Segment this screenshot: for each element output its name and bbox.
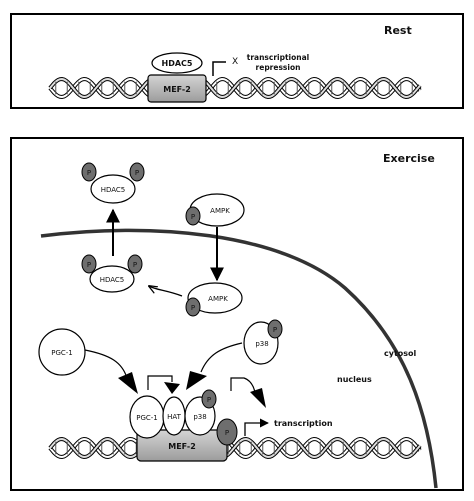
phospho-label: P [191,213,195,221]
arrowhead-wedge [186,371,207,390]
hdac5-cytosol-oval [90,174,136,204]
ampk-nuclear-oval [187,282,243,314]
nuclear-membrane [40,228,438,489]
exercise-panel: Exercise cytosol nucleus HDAC5 P P HDAC5… [10,137,464,491]
phospho-label: P [225,429,229,437]
phospho-label: P [87,169,91,177]
hdac5-nuclear-label: HDAC5 [100,276,125,284]
transcription-arrow [244,418,269,436]
p38-bound-label: p38 [193,413,206,421]
p38-free-label: p38 [255,340,268,348]
phospho-label: P [135,169,139,177]
rest-block-x: X [232,57,238,67]
exercise-title: Exercise [383,152,435,165]
rest-mef2-label: MEF-2 [163,85,191,94]
p38-recruitment-arrow [200,342,243,373]
phospho-label: P [191,304,195,312]
pgc1-free-label: PGC-1 [51,349,73,357]
pgc1-free-oval [38,328,86,376]
arrowhead-wedge [164,382,180,394]
rest-title: Rest [384,24,412,37]
arrowhead-wedge [118,372,138,394]
phospho-circle [81,162,97,182]
phospho-label: P [87,261,91,269]
phospho-circle-mef2 [216,418,238,446]
phospho-circle [185,297,201,317]
transcription-label: transcription [274,419,333,428]
rest-hdac5-oval [151,52,203,74]
hdac5-nuclear-oval [89,265,135,293]
pgc1-bound-label: PGC-1 [136,414,158,422]
phospho-label: P [133,261,137,269]
pgc1-recruitment-arrow [84,349,128,379]
hat-recruitment-arrow [147,375,173,390]
hat-label: HAT [167,413,182,421]
phospho-label: P [207,396,211,404]
nucleus-label: nucleus [337,375,372,384]
rest-repression-line1: transcriptional [247,53,310,62]
rest-transcription-stub [212,61,226,76]
phospho-circle [127,254,143,274]
phospho-circle [129,162,145,182]
p38-phosphorylation-arrow [230,377,256,394]
rest-dna-helix [48,76,422,100]
rest-panel: Rest MEF-2 HDAC5 X transcriptional repre… [10,13,464,109]
phospho-circle [267,319,283,339]
phospho-circle [185,206,201,226]
ampk-phosphorylates-hdac5-arrow [149,286,183,297]
dna-strand [49,77,421,99]
phospho-circle [201,389,217,409]
phospho-label: P [273,326,277,334]
exercise-mef2-label: MEF-2 [168,442,196,451]
ampk-nuclear-label: AMPK [208,295,228,303]
exercise-dna-helix [48,436,422,460]
rest-hdac5-label: HDAC5 [162,59,193,68]
rest-mef2-box [147,74,207,103]
rest-repression-line2: repression [256,63,301,72]
cytosol-label: cytosol [384,349,417,358]
phospho-circle [81,254,97,274]
exercise-panel-frame [10,137,464,491]
arrowhead-wedge [250,388,266,408]
hdac5-cytosol-label: HDAC5 [101,186,126,194]
ampk-cytosol-label: AMPK [210,207,230,215]
dna-strand [49,437,421,459]
